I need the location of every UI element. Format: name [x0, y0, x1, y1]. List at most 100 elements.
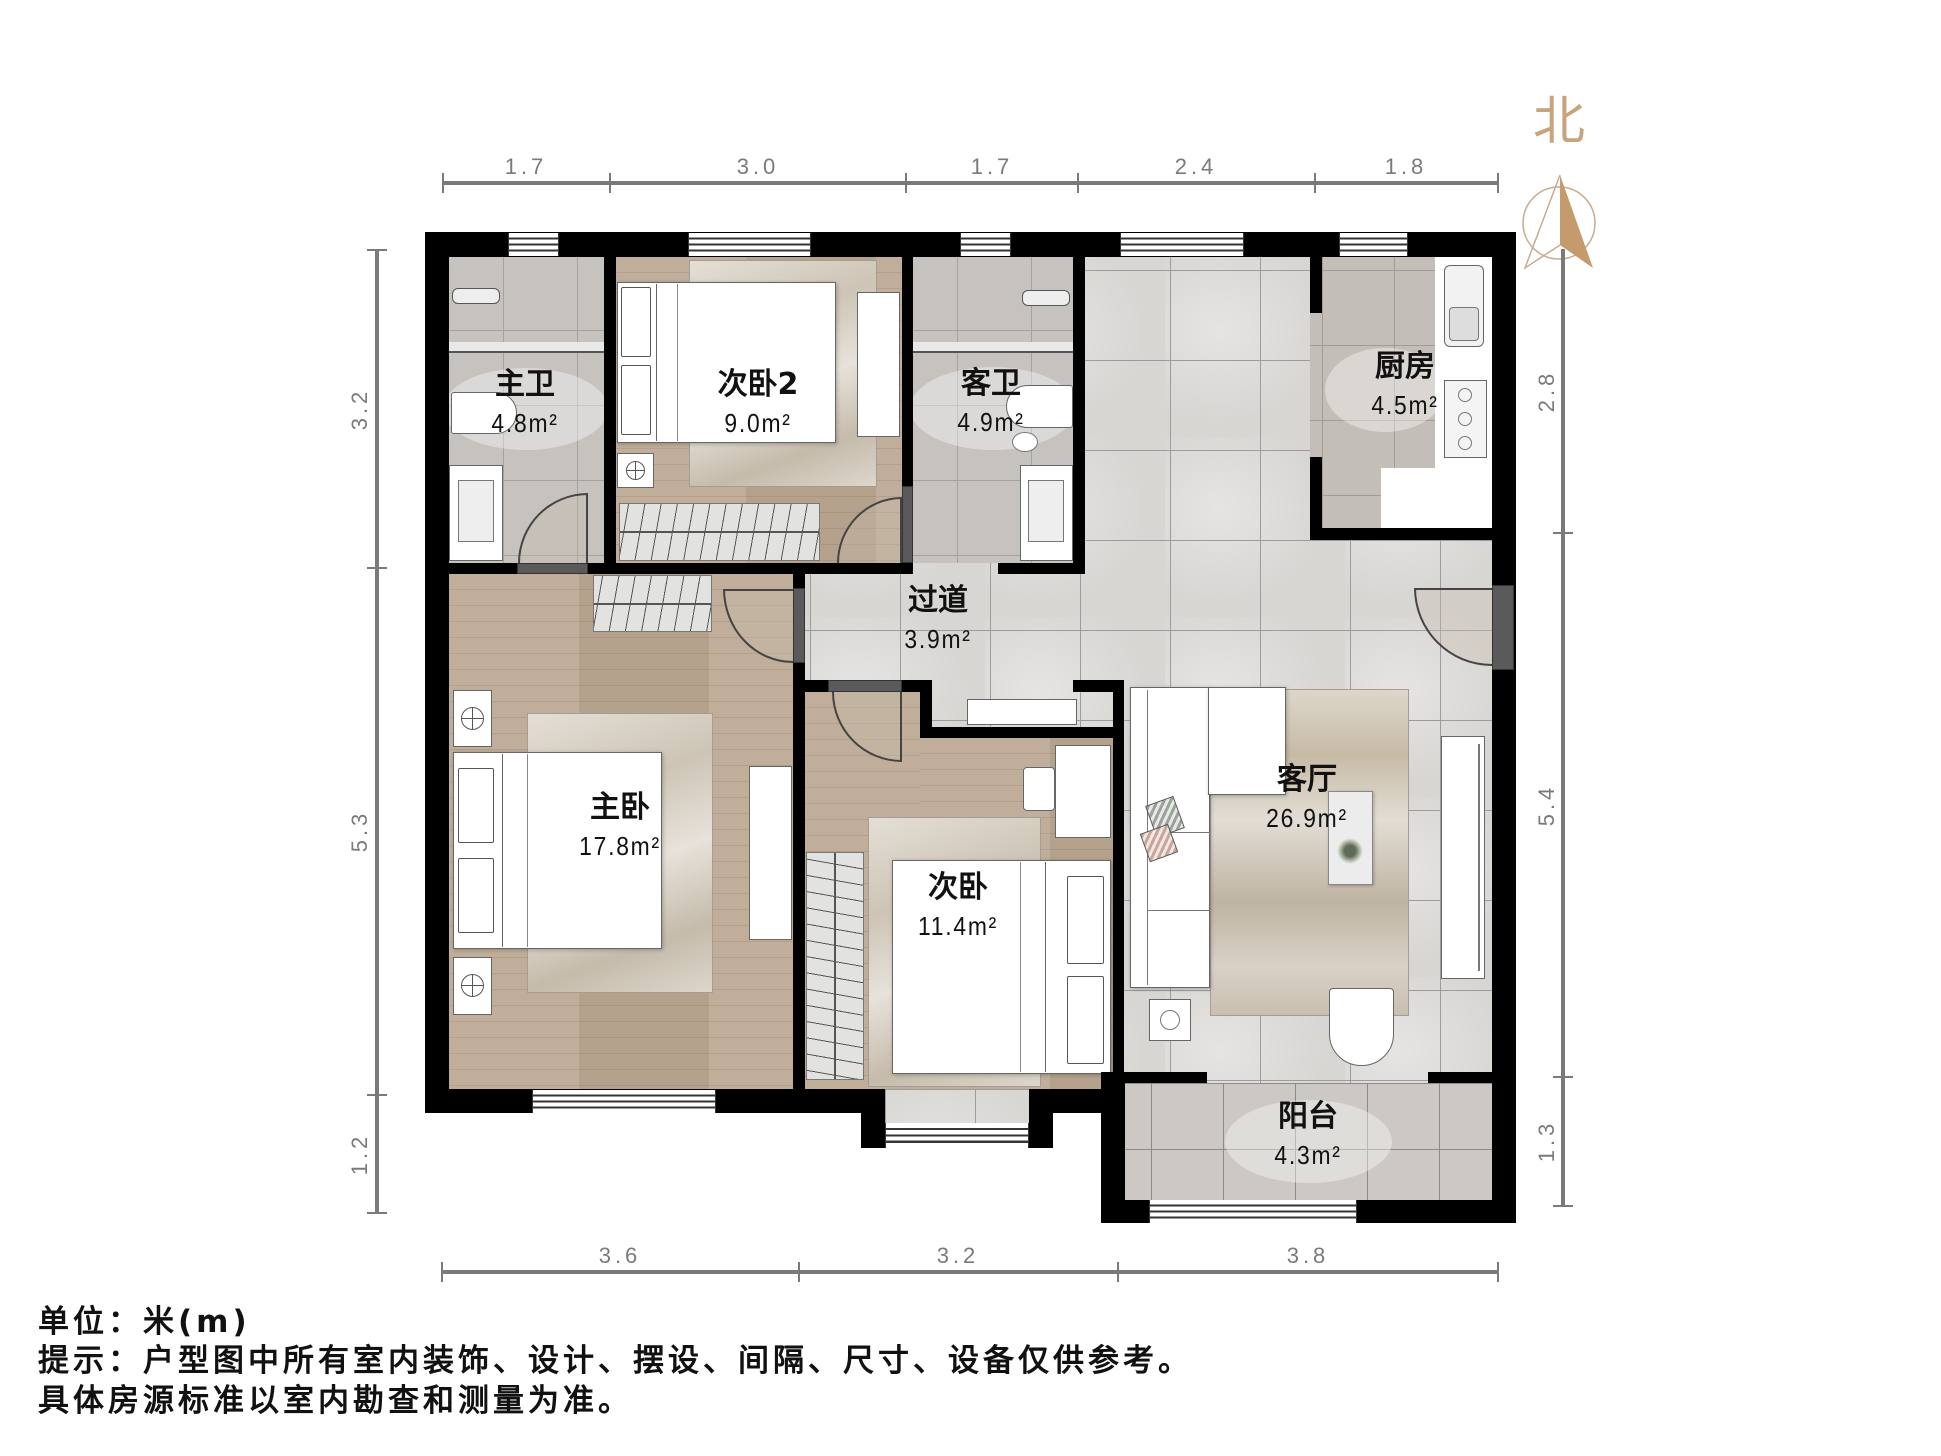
interior-wall: [902, 257, 913, 486]
burner-icon: [1458, 388, 1472, 402]
desk: [1055, 745, 1111, 838]
dimension-label-bottom: 3.2: [936, 1243, 980, 1268]
flower-icon: [1160, 1010, 1180, 1030]
exterior-wall-left: [425, 232, 449, 1113]
kitchen-wall: [1310, 257, 1322, 313]
pillow: [1067, 976, 1104, 1064]
window: [1120, 233, 1244, 256]
glass-partition: [449, 342, 604, 353]
closet: [619, 503, 820, 561]
dimension-label-right: 5.4: [1534, 783, 1559, 827]
sink-basin-icon: [458, 480, 494, 542]
room-label-balcony: 阳台 4.3m²: [1270, 1098, 1346, 1174]
bay-window-floor: [885, 1089, 1029, 1123]
lamp-icon: [626, 461, 645, 480]
dimension-tick: [367, 1094, 387, 1096]
dimension-tick: [367, 567, 387, 569]
window: [1149, 1200, 1357, 1223]
console-table: [967, 699, 1077, 725]
pillow: [621, 287, 651, 357]
balcony-floor: [1125, 1083, 1492, 1200]
entrance-door-threshold: [1492, 585, 1514, 670]
armchair: [1329, 988, 1394, 1066]
room-area: 4.5m²: [1371, 390, 1439, 420]
pillow: [458, 768, 494, 843]
lamp-icon: [461, 974, 484, 997]
dimension-tick: [442, 173, 444, 193]
door-threshold: [828, 680, 902, 692]
room-name: 次卧2: [717, 367, 799, 402]
lamp-icon: [461, 707, 484, 730]
window: [532, 1090, 716, 1113]
interior-wall: [1113, 680, 1124, 1089]
kitchen-wall: [1310, 528, 1492, 540]
wardrobe: [857, 292, 900, 437]
desk-chair: [1023, 767, 1055, 811]
tv-cabinet: [1441, 736, 1485, 979]
dimension-label-left: 3.2: [347, 387, 372, 431]
interior-wall: [1073, 257, 1085, 574]
room-area: 3.9m²: [904, 624, 972, 654]
room-name: 次卧: [928, 870, 988, 905]
dimension-label-top: 1.7: [970, 154, 1014, 179]
shower-head-icon: [1022, 290, 1070, 306]
toilet-icon: [1006, 385, 1073, 428]
dimension-tick: [1077, 173, 1079, 193]
window: [508, 233, 559, 256]
dimension-label-top: 1.7: [504, 154, 548, 179]
dimension-tick: [1553, 1205, 1573, 1207]
sink-basin-icon: [1449, 307, 1479, 341]
door-threshold: [902, 486, 913, 563]
dimension-label-bottom: 3.6: [598, 1243, 642, 1268]
dimension-tick: [798, 1262, 800, 1282]
interior-wall: [998, 563, 1085, 574]
living-balcony-wall: [1125, 1072, 1207, 1083]
room-label-corridor: 过道 3.9m²: [900, 582, 976, 658]
window: [1339, 233, 1408, 256]
door-threshold: [517, 563, 588, 574]
kitchen-wall: [1310, 457, 1322, 540]
room-area: 17.8m²: [579, 831, 661, 861]
measurement-basis-note: 具体房源标准以室内勘查和测量为准。: [38, 1383, 633, 1419]
pillow: [621, 365, 651, 435]
living-balcony-wall: [1428, 1072, 1492, 1083]
dimension-line-right: [1561, 249, 1565, 1206]
room-name: 厨房: [1375, 349, 1435, 384]
sofa-seat-divider: [1148, 910, 1210, 911]
dimension-label-top: 1.8: [1384, 154, 1428, 179]
room-label-kitchen: 厨房 4.5m²: [1367, 348, 1443, 424]
dimension-tick: [367, 249, 387, 251]
dimension-label-right: 1.3: [1534, 1119, 1559, 1163]
interior-wall: [920, 727, 1124, 738]
dimension-label-right: 2.8: [1534, 369, 1559, 413]
disclaimer-note: 提示：户型图中所有室内装饰、设计、摆设、间隔、尺寸、设备仅供参考。: [38, 1343, 1193, 1379]
waste-bin-icon: [1012, 432, 1038, 452]
compass-north-label: 北: [1533, 92, 1586, 152]
pillow: [1067, 876, 1104, 964]
dimension-label-top: 2.4: [1174, 154, 1218, 179]
label-bubble: [1225, 1100, 1392, 1183]
dimension-label-left: 1.2: [347, 1132, 372, 1176]
blanket-fold: [656, 284, 678, 441]
dimension-line-left: [375, 250, 379, 1213]
interior-wall: [1073, 680, 1124, 692]
sofa-chaise: [1208, 687, 1286, 795]
dimension-line-bottom: [442, 1270, 1498, 1274]
room-name: 客厅: [1276, 762, 1337, 797]
tv-screen: [1478, 744, 1480, 971]
tv-cabinet: [749, 766, 792, 940]
room-area: 4.9m²: [957, 407, 1025, 437]
room-name: 过道: [908, 583, 968, 618]
dimension-label-left: 5.3: [347, 809, 372, 853]
dimension-tick: [1497, 1262, 1499, 1282]
kitchen-counter: [1381, 468, 1492, 528]
interior-wall: [604, 257, 616, 574]
burner-icon: [1458, 412, 1472, 426]
room-label-living-room: 客厅 26.9m²: [1261, 761, 1354, 837]
door-threshold: [793, 588, 805, 663]
interior-wall: [793, 574, 805, 1089]
room-label-guest-bathroom: 客卫 4.9m²: [953, 365, 1029, 441]
room-area: 4.8m²: [491, 408, 559, 438]
dimension-tick: [905, 173, 907, 193]
dimension-tick: [1497, 173, 1499, 193]
